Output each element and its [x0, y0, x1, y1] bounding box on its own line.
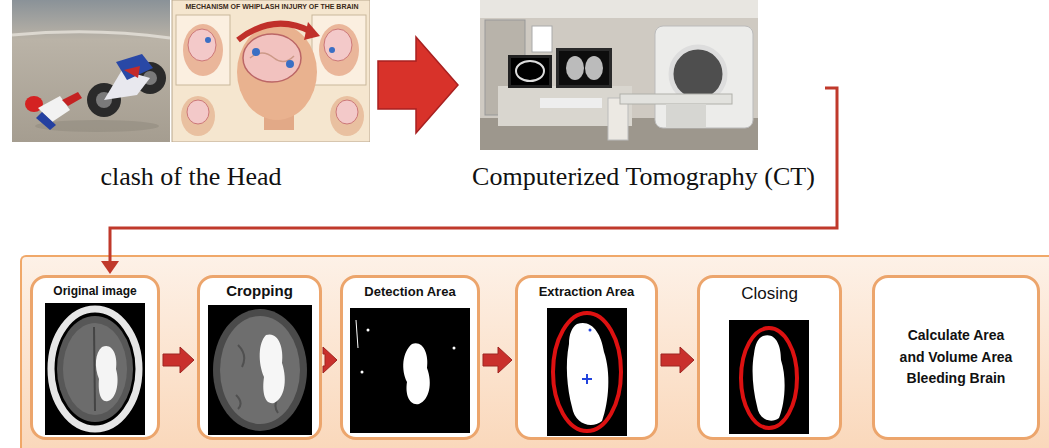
step-title: Detection Area: [364, 284, 455, 299]
step-box: Detection Area: [340, 275, 480, 440]
step-box: Closing: [697, 275, 842, 440]
photo-panel: clash of the Head: [10, 0, 372, 200]
step-arrow: [323, 347, 337, 373]
step-box: Cropping: [197, 275, 322, 440]
step-arrow: [483, 347, 512, 373]
closing-image: [729, 320, 809, 434]
step-arrow: [661, 347, 694, 373]
step-box: Original image: [30, 275, 160, 440]
illustration-title: MECHANISM OF WHIPLASH INJURY OF THE BRAI…: [180, 3, 364, 10]
ct-slice-image: [45, 303, 145, 435]
flow-arrow: [378, 37, 458, 133]
image-caption: Computerized Tomography (CT): [472, 162, 815, 192]
step-title: Cropping: [226, 282, 293, 299]
cropped-image: [208, 305, 312, 435]
ct-room-photo: [480, 0, 758, 150]
step-box: Calculate Area and Volume Area Bleeding …: [872, 275, 1040, 440]
step-title: Extraction Area: [539, 284, 635, 299]
step-arrow: [163, 347, 194, 373]
step-title: Original image: [53, 284, 136, 298]
step-title: Calculate Area and Volume Area Bleeding …: [894, 325, 1018, 390]
step-box: Extraction Area: [515, 275, 658, 440]
extraction-image: [547, 308, 627, 436]
step-title: Closing: [741, 284, 798, 304]
photo-panel: Computerized Tomography (CT): [462, 0, 825, 200]
detection-mask: [350, 308, 470, 433]
image-caption: clash of the Head: [100, 162, 281, 192]
crash-photo: [12, 0, 370, 142]
